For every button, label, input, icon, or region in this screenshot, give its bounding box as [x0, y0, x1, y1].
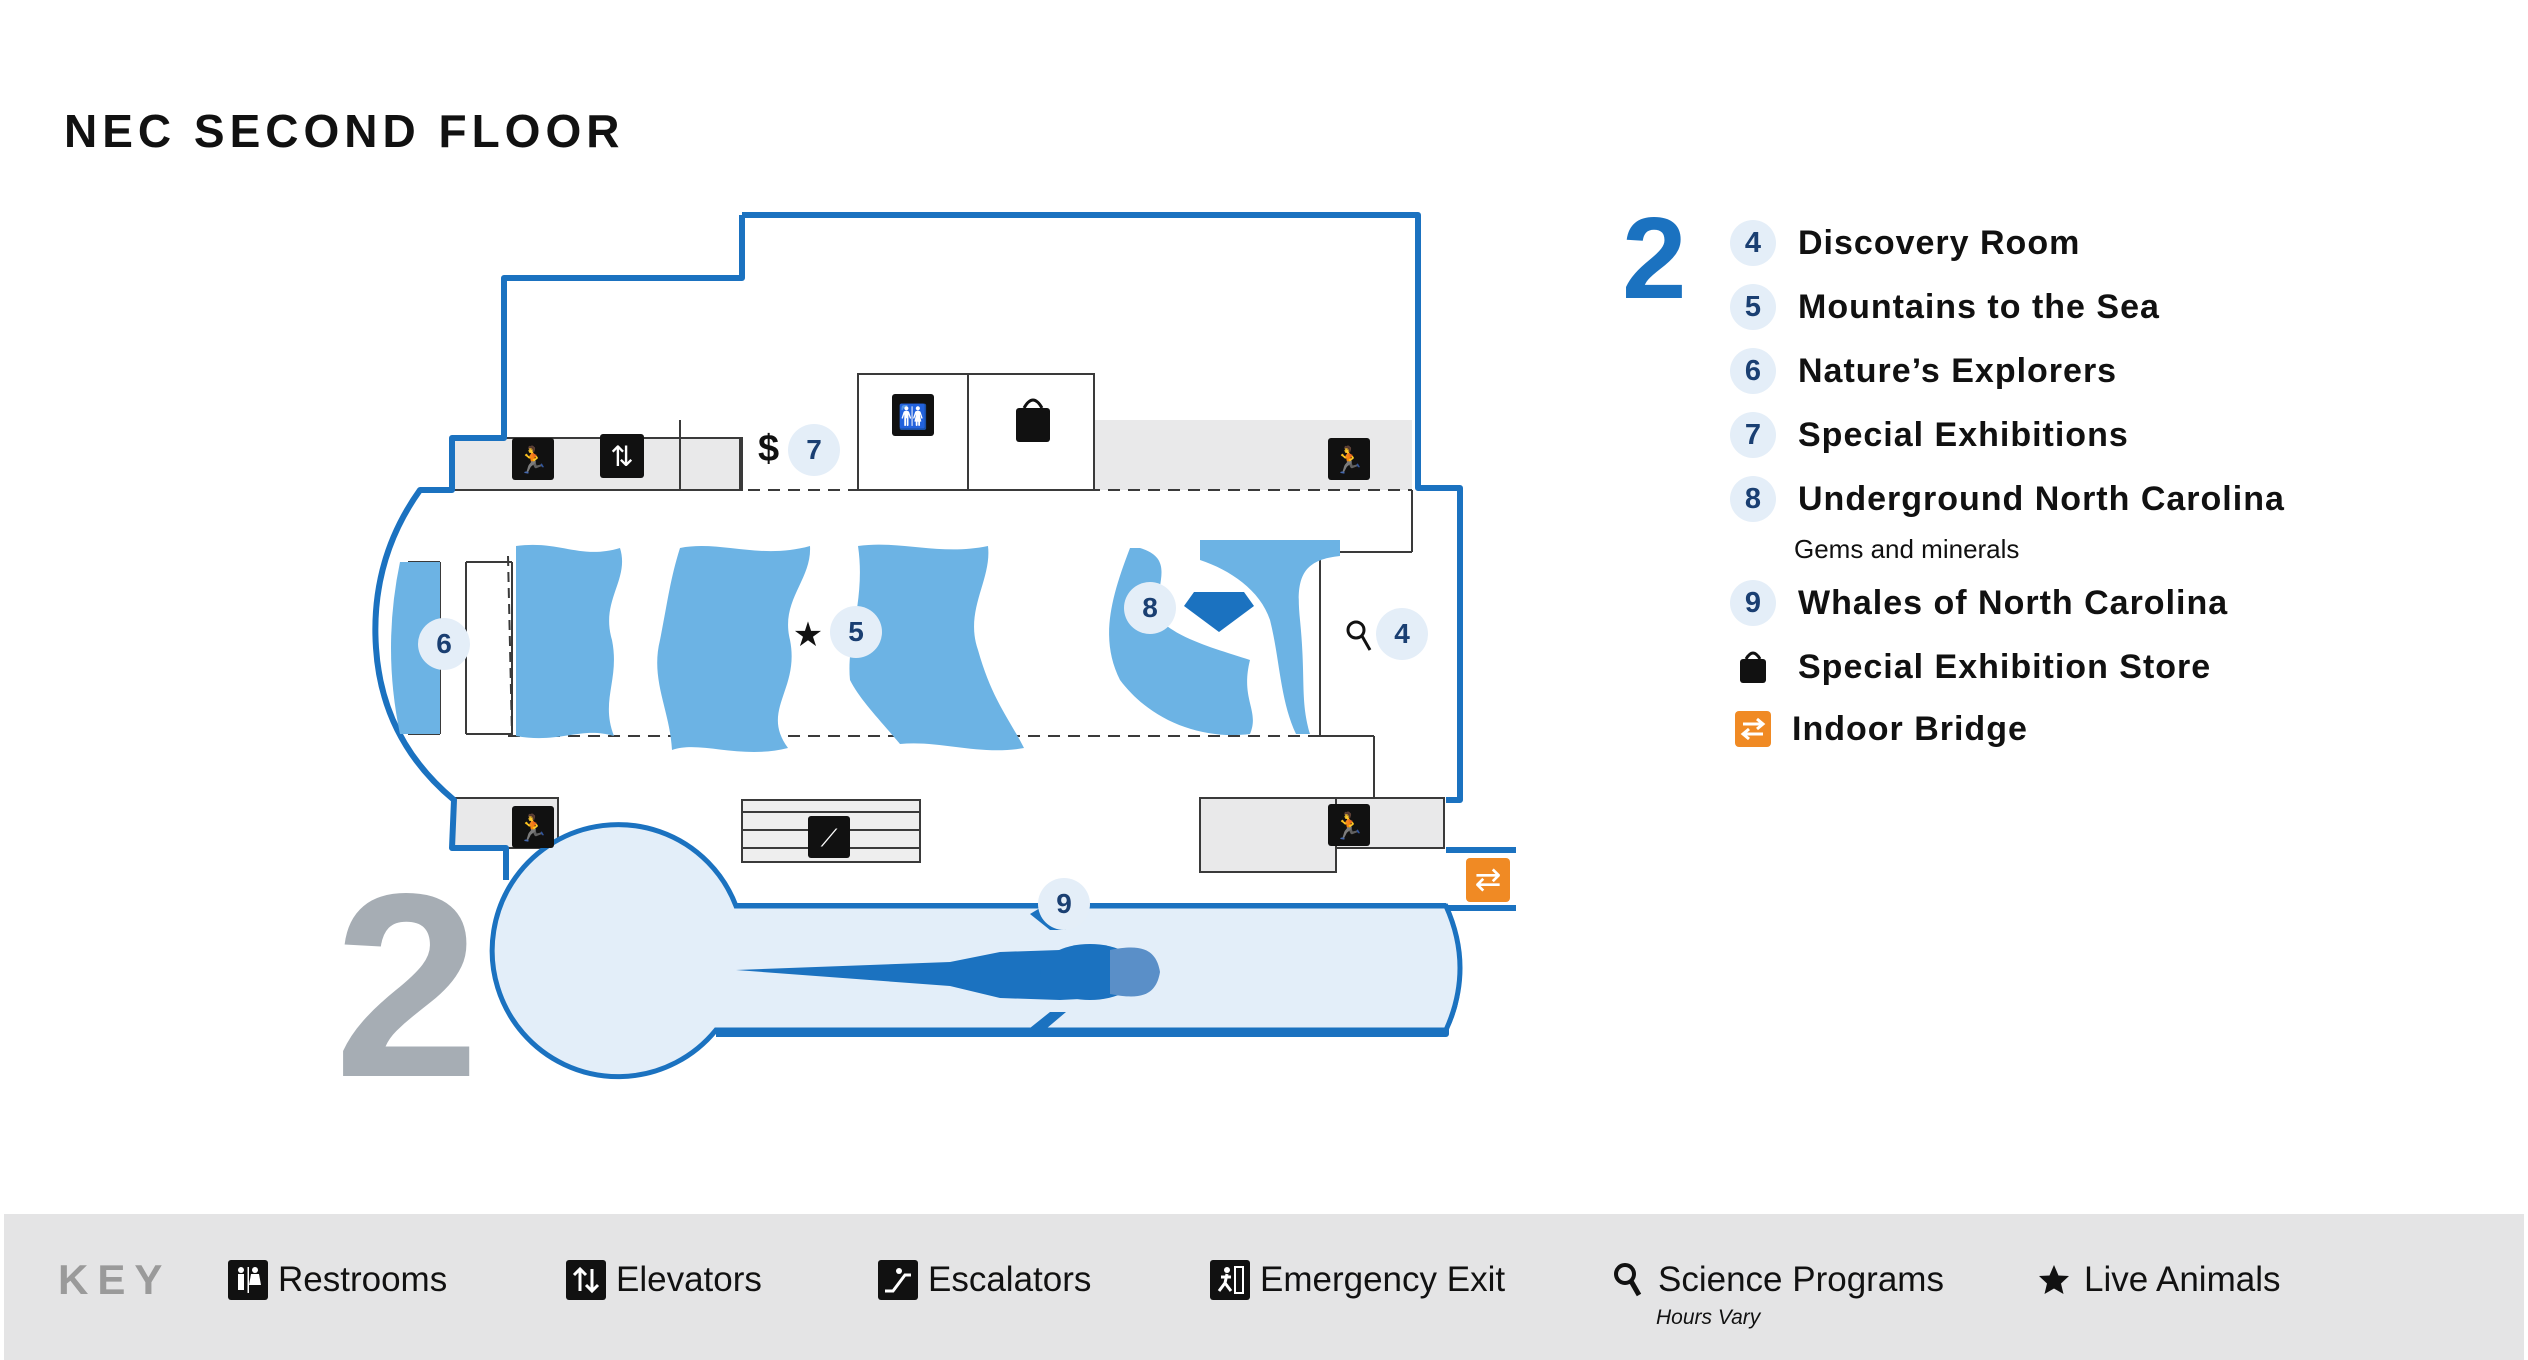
key-label: Elevators: [616, 1260, 762, 1299]
svg-text:⇄: ⇄: [1475, 860, 1502, 898]
key-science-note: Hours Vary: [1656, 1306, 1761, 1329]
key-label: Emergency Exit: [1260, 1260, 1506, 1299]
emergency-exit-icon: [1210, 1260, 1250, 1300]
svg-text:🚻: 🚻: [898, 403, 928, 431]
whale-skeleton: [736, 908, 1160, 1034]
legend-item-9[interactable]: 9 Whales of North Carolina: [1730, 580, 2228, 626]
key-elevators: Elevators: [566, 1260, 762, 1300]
key-emergency-exit: Emergency Exit: [1210, 1260, 1505, 1300]
legend-badge: 5: [1730, 284, 1776, 330]
live-animals-star-icon: ★: [793, 615, 823, 655]
natures-explorers-area: [391, 562, 440, 734]
gem-icon: [1184, 592, 1254, 632]
emergency-exit-icons: 🏃 🏃 🏃 🏃: [512, 438, 1370, 848]
legend-badge: 4: [1730, 220, 1776, 266]
key-label: Science Programs: [1658, 1260, 1944, 1299]
legend-item-bridge[interactable]: Indoor Bridge: [1730, 706, 2028, 752]
svg-text:⇅: ⇅: [610, 440, 633, 473]
page-title: NEC SECOND FLOOR: [64, 105, 625, 157]
svg-text:⟋: ⟋: [821, 824, 838, 852]
legend-floor-number: 2: [1622, 193, 1687, 323]
whale-hall: [489, 822, 1463, 1080]
legend-label: Nature’s Explorers: [1798, 351, 2118, 390]
legend-sublabel: Gems and minerals: [1794, 534, 2020, 564]
legend-item-store[interactable]: Special Exhibition Store: [1730, 644, 2211, 690]
map-badge-5[interactable]: 5: [830, 606, 882, 658]
legend-badge: 8: [1730, 476, 1776, 522]
key-live-animals: Live Animals: [2034, 1260, 2280, 1300]
svg-text:🏃: 🏃: [517, 813, 549, 844]
map-badge-4[interactable]: 4: [1376, 608, 1428, 660]
legend-label: Special Exhibition Store: [1798, 647, 2212, 686]
legend-item-6[interactable]: 6 Nature’s Explorers: [1730, 348, 2117, 394]
key-science-programs: Science Programs: [1608, 1260, 1944, 1300]
escalator-icon: ⟋: [808, 816, 850, 858]
restroom-icon: [228, 1260, 268, 1300]
map-badge-8[interactable]: 8: [1124, 582, 1176, 634]
store-icon: [1016, 398, 1050, 442]
shopping-bag-icon: [1730, 644, 1776, 690]
legend-badge: 6: [1730, 348, 1776, 394]
legend-item-5[interactable]: 5 Mountains to the Sea: [1730, 284, 2160, 330]
legend-label: Mountains to the Sea: [1798, 287, 2160, 326]
legend-item-8[interactable]: 8 Underground North Carolina: [1730, 476, 2285, 522]
key-escalators: Escalators: [878, 1260, 1091, 1300]
legend-label: Indoor Bridge: [1792, 709, 2028, 748]
key-label: Live Animals: [2084, 1260, 2281, 1299]
magnifier-icon: [1608, 1260, 1648, 1300]
bridge-icon: [1730, 706, 1776, 752]
indoor-bridge-marker: ⇄: [1466, 858, 1510, 902]
floor-number-large: 2: [334, 839, 480, 1132]
map-badge-6[interactable]: 6: [418, 618, 470, 670]
map-badge-9[interactable]: 9: [1038, 878, 1090, 930]
key-bar: KEY Restrooms Elevators Escalators Emerg…: [4, 1214, 2524, 1360]
legend-label: Whales of North Carolina: [1798, 583, 2229, 622]
key-restrooms: Restrooms: [228, 1260, 447, 1300]
escalator-icon: [878, 1260, 918, 1300]
map-badge-7[interactable]: 7: [788, 424, 840, 476]
restroom-icon: 🚻: [892, 394, 934, 436]
star-icon: [2034, 1260, 2074, 1300]
legend-label: Underground North Carolina: [1798, 479, 2285, 518]
svg-text:🏃: 🏃: [1333, 445, 1365, 476]
elevator-icon: ⇅: [600, 434, 644, 478]
legend-badge: 9: [1730, 580, 1776, 626]
legend-label: Discovery Room: [1798, 223, 2081, 262]
atm-symbol: $: [758, 428, 780, 470]
legend-item-4[interactable]: 4 Discovery Room: [1730, 220, 2080, 266]
science-programs-icon: [1346, 620, 1372, 651]
key-label: Restrooms: [278, 1260, 448, 1299]
svg-text:🏃: 🏃: [517, 445, 549, 476]
legend-label: Special Exhibitions: [1798, 415, 2129, 454]
key-title: KEY: [58, 1256, 172, 1303]
svg-text:🏃: 🏃: [1333, 811, 1365, 842]
legend-item-7[interactable]: 7 Special Exhibitions: [1730, 412, 2129, 458]
elevator-icon: [566, 1260, 606, 1300]
legend-badge: 7: [1730, 412, 1776, 458]
key-label: Escalators: [928, 1260, 1092, 1299]
mountains-to-the-sea-exhibit: [516, 540, 1340, 752]
